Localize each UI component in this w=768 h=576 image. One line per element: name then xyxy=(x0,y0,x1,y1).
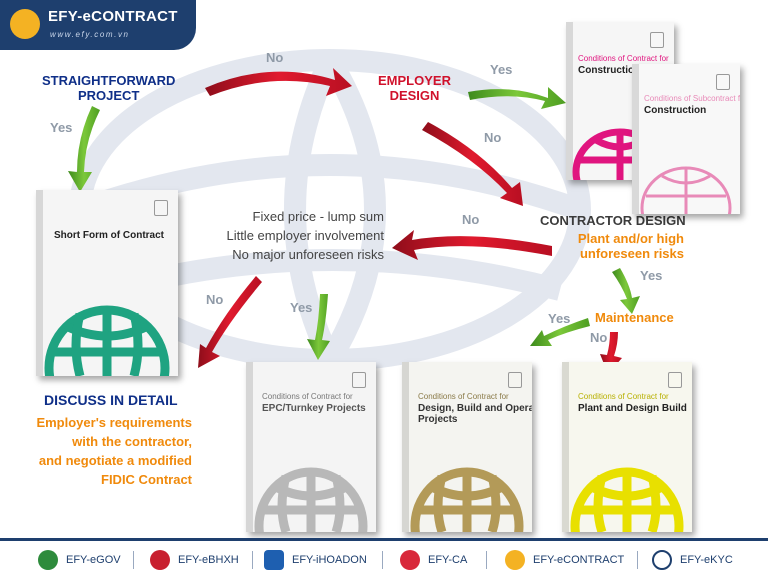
fidic-crest-icon xyxy=(154,200,168,216)
edge-label-no: No xyxy=(590,330,608,345)
book-globe-icon xyxy=(254,467,368,532)
node-contractor-design: CONTRACTOR DESIGN xyxy=(540,213,686,228)
arrow-straightforward-to-shortform xyxy=(68,106,100,192)
footer-item-ekyc[interactable]: EFY-eKYC xyxy=(652,549,748,573)
footer-item-label: EFY-eKYC xyxy=(680,554,733,566)
book-epc-turnkey[interactable]: Conditions of Contract for EPC/Turnkey P… xyxy=(246,362,376,532)
brand-logo[interactable]: EFY-eCONTRACT www.efy.com.vn xyxy=(0,0,196,50)
book-spine xyxy=(402,362,409,532)
node-contractor-design-note: Plant and/or high unforeseen risks xyxy=(577,231,684,261)
book-title: EPC/Turnkey Projects xyxy=(262,403,366,414)
book-subcontract[interactable]: Conditions of Subcontract for Constructi… xyxy=(632,64,740,214)
criteria-line: Fixed price - lump sum xyxy=(252,209,384,224)
edge-label-no: No xyxy=(266,50,284,65)
book-title: Plant and Design Build xyxy=(578,403,687,414)
footer-item-ca[interactable]: EFY-CA xyxy=(400,549,480,573)
fidic-crest-icon xyxy=(716,74,730,90)
edge-label-yes: Yes xyxy=(290,300,313,315)
footer-divider xyxy=(637,551,638,569)
criteria-line: Little employer involvement xyxy=(226,227,384,243)
footer-divider xyxy=(486,551,487,569)
footer-product-bar: EFY-eGOV EFY-eBHXH EFY-iHOADON EFY-CA EF… xyxy=(0,538,768,576)
arrow-contractor-to-maintenance xyxy=(612,268,640,314)
footer-divider xyxy=(382,551,383,569)
brand-name: EFY-eCONTRACT xyxy=(48,8,178,25)
book-title: Design, Build and Operate Projects xyxy=(418,403,532,425)
node-discuss-in-detail: DISCUSS IN DETAIL xyxy=(44,392,178,408)
footer-divider xyxy=(133,551,134,569)
node-discuss-body: Employer's requirements with the contrac… xyxy=(36,415,192,487)
book-design-build-operate[interactable]: Conditions of Contract for Design, Build… xyxy=(402,362,532,532)
criteria-line: No major unforeseen risks xyxy=(232,246,384,262)
ihoadon-icon xyxy=(264,550,284,570)
book-short-form[interactable]: Short Form of Contract xyxy=(36,190,178,376)
arrow-employer-to-contractor xyxy=(422,122,523,206)
book-spine xyxy=(562,362,569,532)
book-title-prefix: Conditions of Contract for xyxy=(578,54,669,63)
node-employer-design: EMPLOYER DESIGN xyxy=(378,73,451,103)
footer-item-label: EFY-iHOADON xyxy=(292,554,367,566)
book-title-prefix: Conditions of Contract for xyxy=(418,392,509,401)
book-title: Construction xyxy=(644,105,707,116)
book-spine xyxy=(566,22,573,180)
book-title-prefix: Conditions of Contract for xyxy=(262,392,353,401)
footer-item-label: EFY-eGOV xyxy=(66,554,121,566)
edge-label-yes: Yes xyxy=(490,62,513,77)
brand-url: www.efy.com.vn xyxy=(50,30,130,39)
egov-icon xyxy=(38,550,58,570)
footer-item-label: EFY-eCONTRACT xyxy=(533,554,625,566)
edge-label-no: No xyxy=(206,292,224,307)
footer-item-egov[interactable]: EFY-eGOV xyxy=(38,549,128,573)
node-maintenance: Maintenance xyxy=(595,310,674,325)
edge-label-no: No xyxy=(484,130,502,145)
edge-label-yes: Yes xyxy=(548,311,571,326)
fidic-crest-icon xyxy=(352,372,366,388)
book-globe-icon xyxy=(570,467,684,532)
book-spine xyxy=(36,190,43,376)
footer-item-econtract[interactable]: EFY-eCONTRACT xyxy=(505,549,629,573)
book-globe-icon xyxy=(44,305,170,376)
book-title: Construction xyxy=(578,65,641,76)
book-spine xyxy=(632,64,639,214)
arrow-maintenance-to-dbo xyxy=(530,318,590,346)
book-spine xyxy=(246,362,253,532)
arrow-contractor-to-criteria xyxy=(392,230,552,260)
book-globe-icon xyxy=(640,166,732,214)
fidic-crest-icon xyxy=(668,372,682,388)
footer-divider xyxy=(252,551,253,569)
book-globe-icon xyxy=(410,467,524,532)
ca-icon xyxy=(400,550,420,570)
fidic-crest-icon xyxy=(508,372,522,388)
brand-mark-icon xyxy=(10,9,40,39)
arrow-criteria-to-discuss xyxy=(198,276,262,368)
node-criteria: Fixed price - lump sum Little employer i… xyxy=(220,208,384,265)
ebhxh-icon xyxy=(150,550,170,570)
node-straightforward-project: STRAIGHTFORWARD PROJECT xyxy=(42,73,176,103)
arrow-criteria-to-epc xyxy=(307,294,330,360)
book-plant-design-build[interactable]: Conditions of Contract for Plant and Des… xyxy=(562,362,692,532)
book-title: Short Form of Contract xyxy=(54,230,164,241)
econtract-icon xyxy=(505,550,525,570)
edge-label-yes: Yes xyxy=(50,120,73,135)
footer-item-ihoadon[interactable]: EFY-iHOADON xyxy=(264,549,374,573)
arrow-straightforward-to-employer xyxy=(205,68,352,96)
book-title-prefix: Conditions of Subcontract for xyxy=(644,94,740,103)
ekyc-icon xyxy=(652,550,672,570)
fidic-crest-icon xyxy=(650,32,664,48)
edge-label-yes: Yes xyxy=(640,268,663,283)
footer-item-label: EFY-CA xyxy=(428,554,468,566)
footer-item-ebhxh[interactable]: EFY-eBHXH xyxy=(150,549,246,573)
book-title-prefix: Conditions of Contract for xyxy=(578,392,669,401)
footer-item-label: EFY-eBHXH xyxy=(178,554,239,566)
arrow-employer-to-construction xyxy=(468,87,566,109)
edge-label-no: No xyxy=(462,212,480,227)
